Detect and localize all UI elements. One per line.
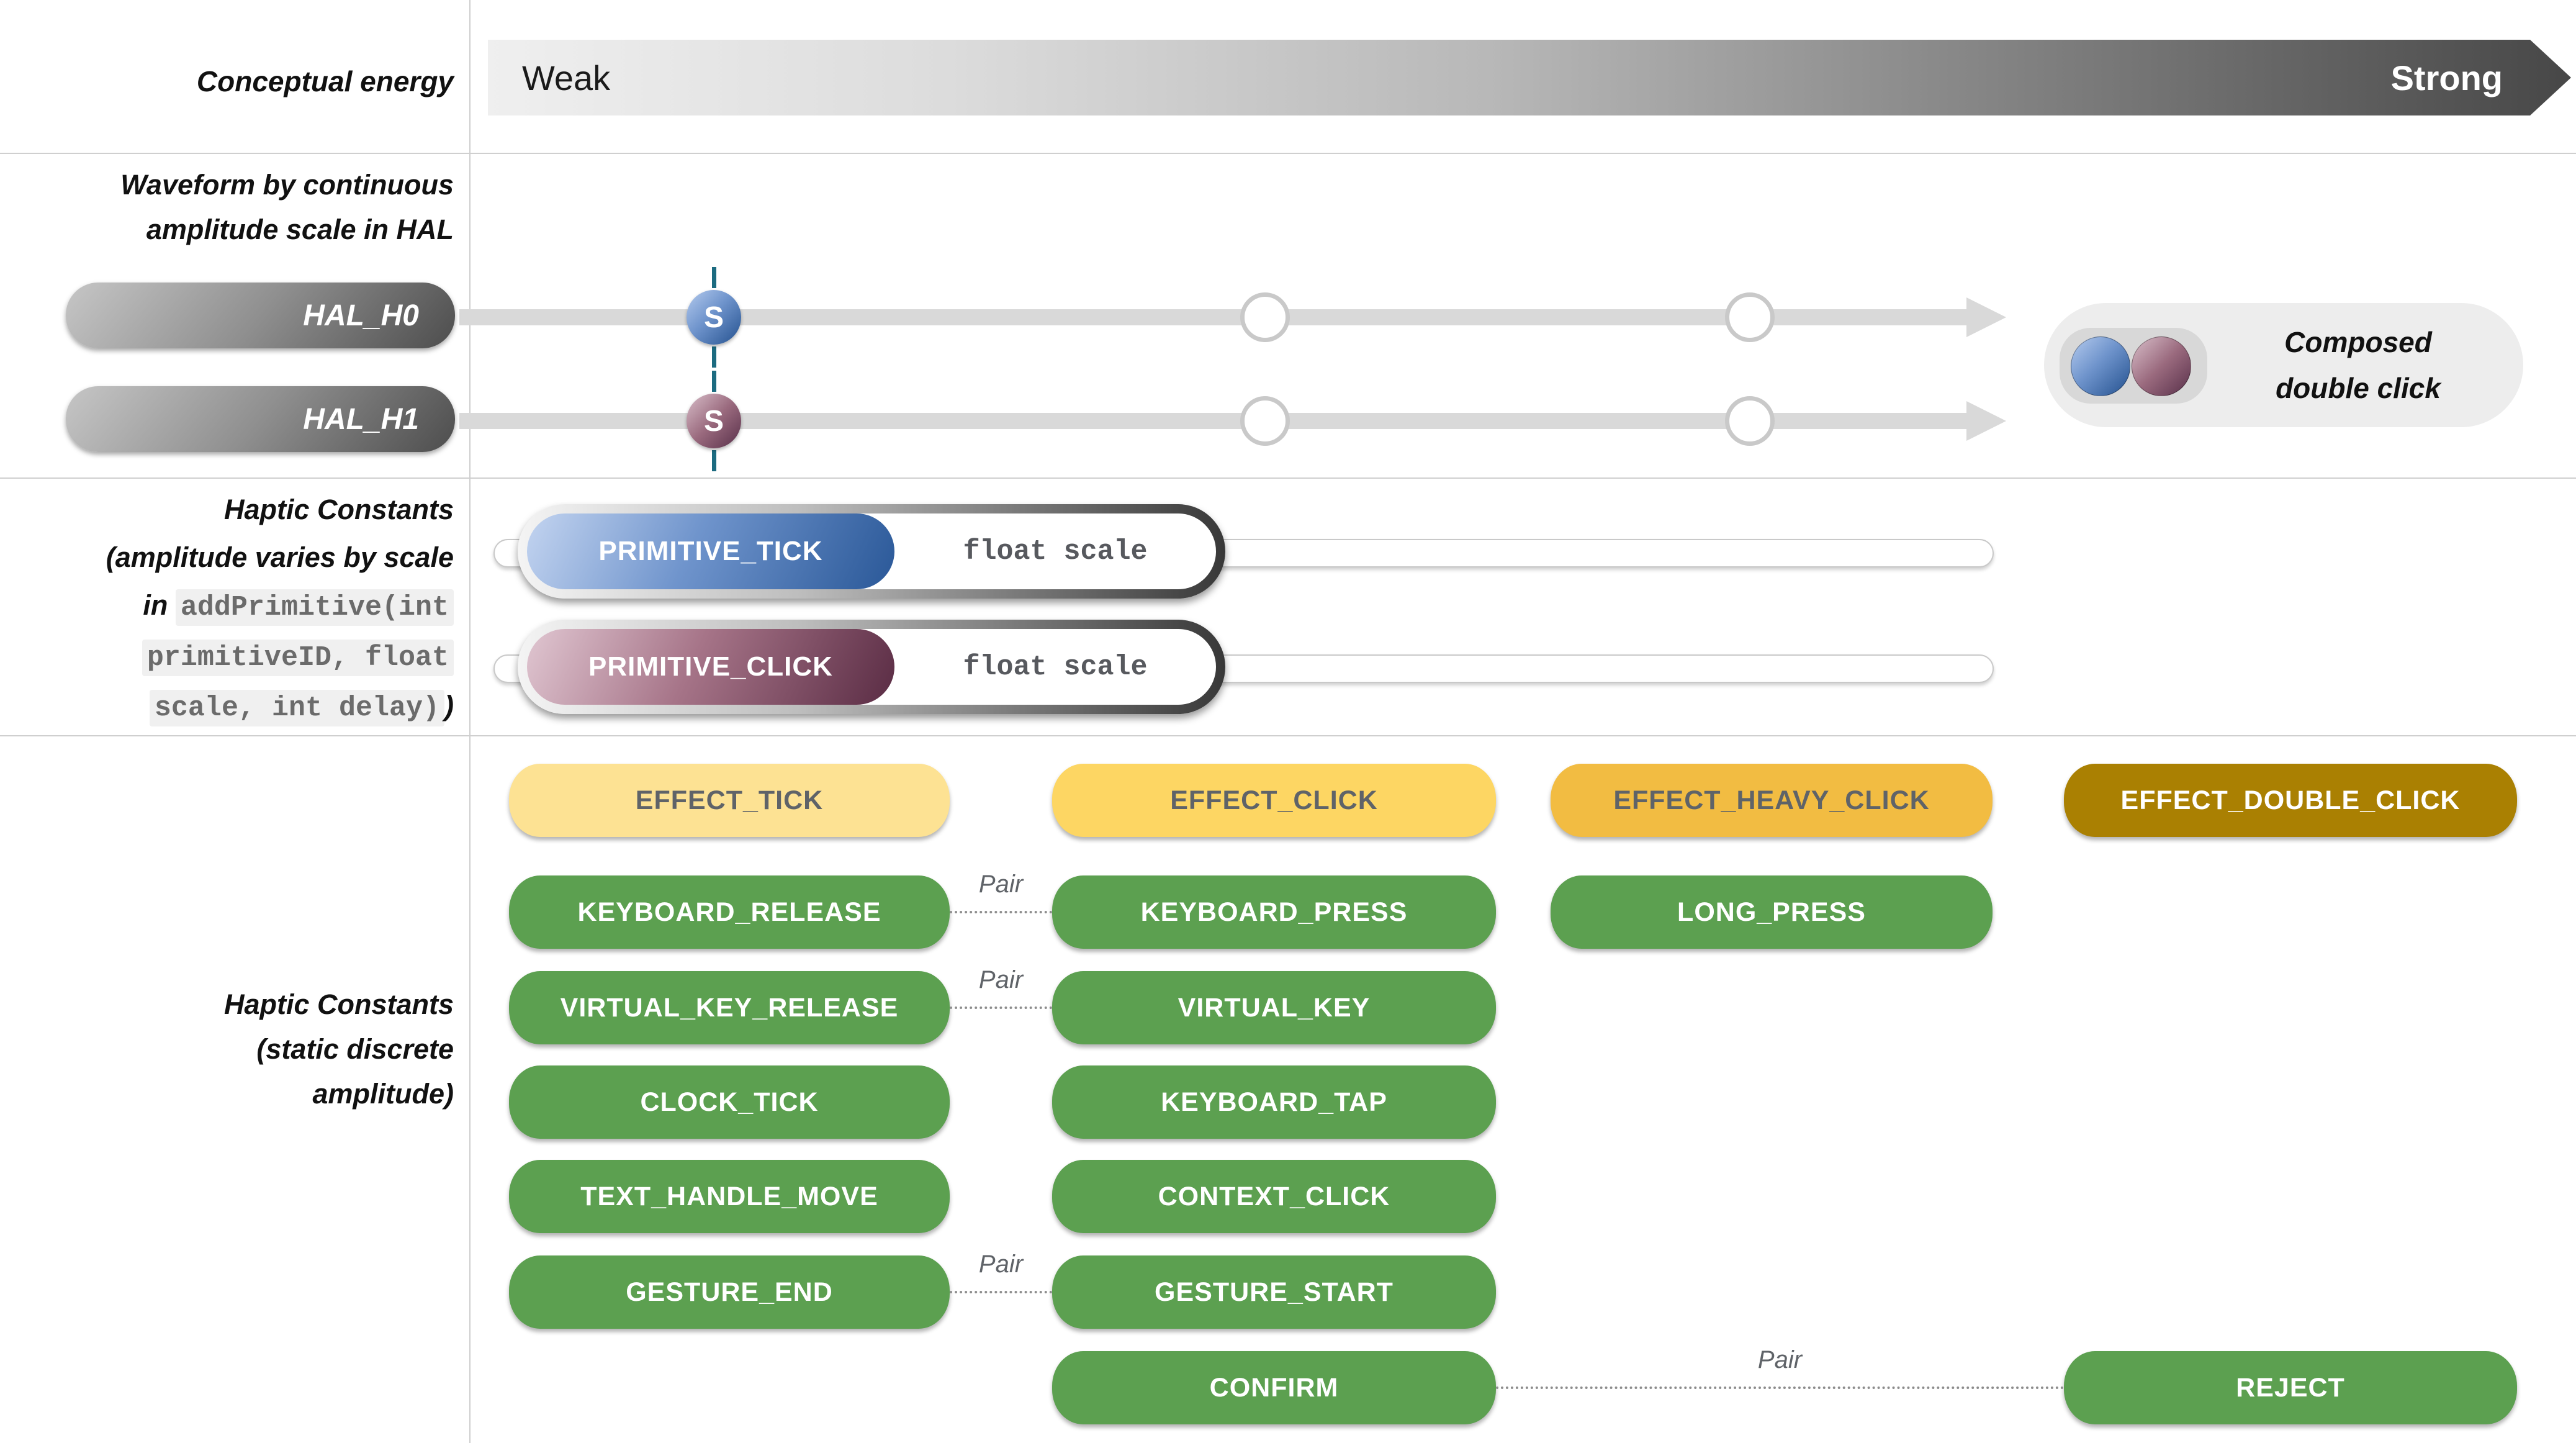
constant-pill-virtual_key_release: VIRTUAL_KEY_RELEASE <box>509 971 950 1044</box>
pair-label: Pair <box>978 966 1024 993</box>
constants-label-line2: (static discrete <box>256 1033 454 1065</box>
pair-connector <box>950 1291 1052 1293</box>
hal-h1-marker-line-bottom <box>712 450 716 471</box>
hal-h0-scale-marker: S <box>687 290 741 345</box>
pair-label: Pair <box>978 871 1024 898</box>
primitive-click-slider: PRIMITIVE_CLICK float scale <box>518 620 1225 714</box>
primitives-label-in: in <box>143 589 176 621</box>
constant-pill-effect_tick: EFFECT_TICK <box>509 764 950 837</box>
primitives-row-label: Haptic Constants (amplitude varies by sc… <box>0 486 454 732</box>
constant-pill-long_press: LONG_PRESS <box>1551 875 1993 949</box>
hal-h1-pill: HAL_H1 <box>66 386 455 452</box>
primitive-tick-slider: PRIMITIVE_TICK float scale <box>518 504 1225 599</box>
constant-pill-clock_tick: CLOCK_TICK <box>509 1065 950 1139</box>
primitives-code-line1: addPrimitive(int <box>175 589 454 626</box>
primitive-tick-label: PRIMITIVE_TICK <box>598 536 823 566</box>
constant-pill-effect_heavy_click: EFFECT_HEAVY_CLICK <box>1551 764 1993 837</box>
constants-row-label: Haptic Constants (static discrete amplit… <box>0 982 454 1116</box>
composed-text-line2: double click <box>2276 372 2441 404</box>
hal-h1-marker-line-top <box>712 371 716 392</box>
constant-pill-keyboard_release: KEYBOARD_RELEASE <box>509 875 950 949</box>
pair-connector <box>950 1006 1052 1009</box>
primitives-label-line1: Haptic Constants <box>223 494 454 525</box>
composed-text-line1: Composed <box>2284 326 2432 358</box>
constants-label-line3: amplitude) <box>312 1078 454 1110</box>
column-divider <box>469 0 471 1443</box>
constant-pill-context_click: CONTEXT_CLICK <box>1052 1160 1496 1233</box>
primitives-label-line3: in addPrimitive(int <box>0 581 454 631</box>
hal-h0-empty-slot-1 <box>1240 292 1290 342</box>
row-divider-1 <box>0 153 2576 154</box>
pair-label: Pair <box>978 1251 1024 1278</box>
primitive-click-label: PRIMITIVE_CLICK <box>588 651 833 682</box>
hal-row-label: Waveform by continuous amplitude scale i… <box>0 163 454 252</box>
composed-blue-dot <box>2071 337 2130 396</box>
primitives-code-line3: scale, int delay) <box>149 690 444 726</box>
constant-pill-text_handle_move: TEXT_HANDLE_MOVE <box>509 1160 950 1233</box>
primitives-label-line2: (amplitude varies by scale <box>106 541 454 573</box>
hal-h1-arrowhead <box>1966 401 2006 441</box>
primitives-label-line4: primitiveID, float <box>0 631 454 682</box>
hal-h1-label: HAL_H1 <box>303 402 419 436</box>
pair-connector <box>1496 1386 2064 1389</box>
pair-label: Pair <box>1757 1346 1803 1373</box>
hal-h0-pill: HAL_H0 <box>66 283 455 348</box>
energy-gradient-arrow: Weak Strong <box>488 40 2571 115</box>
hal-h0-arrowhead <box>1966 297 2006 337</box>
hal-h1-empty-slot-2 <box>1725 396 1775 446</box>
constant-pill-effect_double_click: EFFECT_DOUBLE_CLICK <box>2064 764 2517 837</box>
conceptual-energy-label: Conceptual energy <box>0 59 454 104</box>
primitives-label-line5: scale, int delay)) <box>0 682 454 732</box>
hal-h1-empty-slot-1 <box>1240 396 1290 446</box>
conceptual-energy-text: Conceptual energy <box>196 65 454 97</box>
hal-h0-marker-line-top <box>712 267 716 288</box>
hal-row-label-line1: Waveform by continuous <box>120 169 454 201</box>
hal-h1-scale-marker: S <box>687 394 741 448</box>
primitive-click-param-text: float scale <box>963 651 1148 683</box>
constant-pill-reject: REJECT <box>2064 1351 2517 1424</box>
hal-h0-empty-slot-2 <box>1725 292 1775 342</box>
composed-badge-text: Composed double click <box>2207 319 2509 411</box>
primitives-label-close-paren: ) <box>444 690 454 722</box>
primitive-click-pill: PRIMITIVE_CLICK <box>527 629 894 705</box>
pair-connector <box>950 911 1052 913</box>
hal-h0-label: HAL_H0 <box>303 299 419 332</box>
hal-h0-marker-letter: S <box>703 301 724 334</box>
constant-pill-confirm: CONFIRM <box>1052 1351 1496 1424</box>
composed-mauve-dot <box>2132 337 2191 396</box>
primitive-tick-pill: PRIMITIVE_TICK <box>527 513 894 589</box>
weak-label: Weak <box>522 58 611 97</box>
constant-pill-keyboard_tap: KEYBOARD_TAP <box>1052 1065 1496 1139</box>
primitive-tick-param-text: float scale <box>963 535 1148 568</box>
constants-label-line1: Haptic Constants <box>223 988 454 1020</box>
constant-pill-keyboard_press: KEYBOARD_PRESS <box>1052 875 1496 949</box>
hal-h1-marker-letter: S <box>703 404 724 438</box>
hal-row-label-line2: amplitude scale in HAL <box>146 214 454 245</box>
hal-h0-marker-line-bottom <box>712 346 716 368</box>
constant-pill-effect_click: EFFECT_CLICK <box>1052 764 1496 837</box>
constant-pill-virtual_key: VIRTUAL_KEY <box>1052 971 1496 1044</box>
row-divider-3 <box>0 735 2576 736</box>
primitive-tick-param: float scale <box>894 513 1216 589</box>
row-divider-2 <box>0 477 2576 479</box>
constant-pill-gesture_end: GESTURE_END <box>509 1255 950 1329</box>
primitives-code-line2: primitiveID, float <box>142 640 454 676</box>
constant-pill-gesture_start: GESTURE_START <box>1052 1255 1496 1329</box>
strong-label: Strong <box>2390 58 2503 97</box>
primitive-click-param: float scale <box>894 629 1216 705</box>
